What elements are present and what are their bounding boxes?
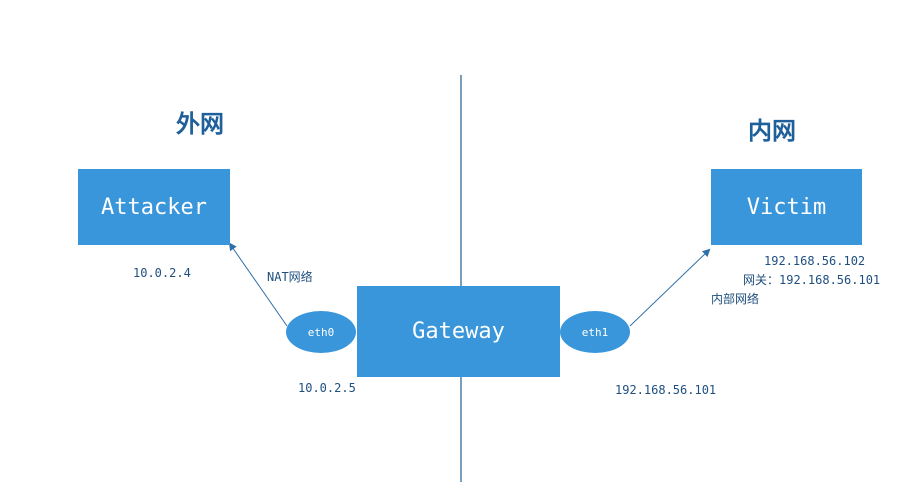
internal-link-label: 内部网络 <box>711 292 760 306</box>
nat-link-arrow <box>228 242 288 327</box>
internal-link-arrow <box>629 248 711 327</box>
gateway-node: Gateway <box>357 286 560 377</box>
eth0-label: eth0 <box>307 325 335 339</box>
attacker-label: Attacker <box>101 194 207 220</box>
attacker-ip: 10.0.2.4 <box>133 266 191 280</box>
eth1-interface: eth1 <box>560 311 630 353</box>
eth0-ip: 10.0.2.5 <box>298 381 356 395</box>
victim-node: Victim <box>711 169 862 245</box>
zone-label-external: 外网 <box>176 110 224 138</box>
victim-label: Victim <box>746 194 827 220</box>
eth1-ip: 192.168.56.101 <box>615 383 717 397</box>
eth1-label: eth1 <box>581 325 609 339</box>
victim-ip: 192.168.56.102 <box>764 254 866 268</box>
victim-gateway: 网关：192.168.56.101 <box>743 273 881 287</box>
zone-label-internal: 内网 <box>748 117 796 145</box>
gateway-label: Gateway <box>412 319 505 344</box>
eth0-interface: eth0 <box>286 311 356 353</box>
nat-link-label: NAT网络 <box>267 270 313 284</box>
attacker-node: Attacker <box>78 169 230 245</box>
